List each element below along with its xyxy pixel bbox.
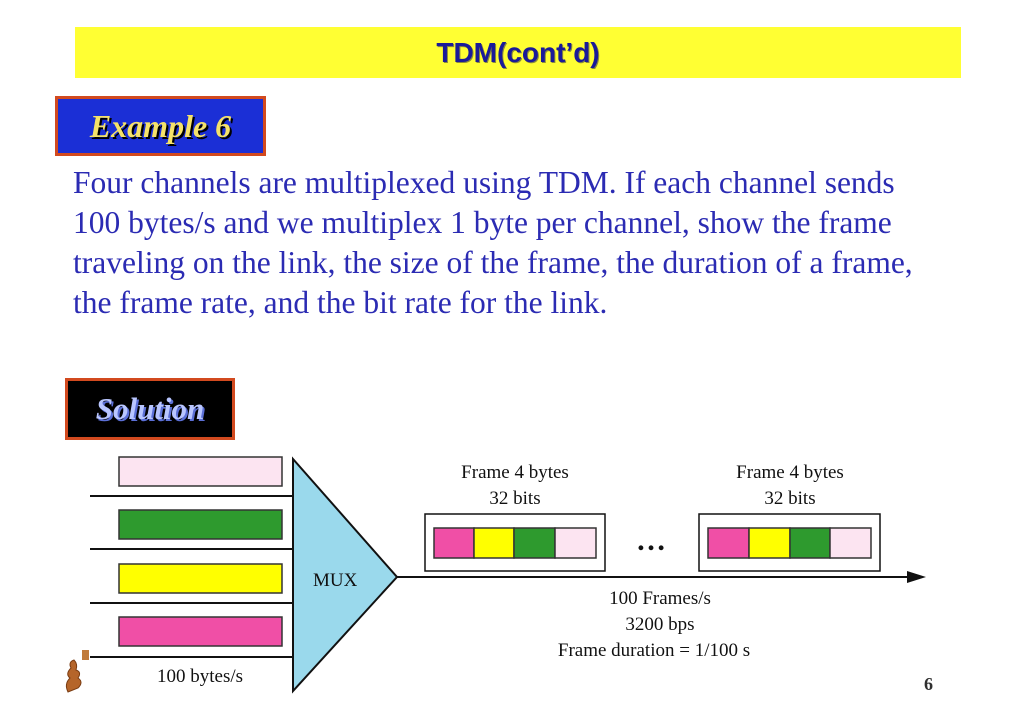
frame1-slot-3 [513, 527, 556, 559]
ellipsis: … [636, 524, 666, 557]
frame1-slot-2 [473, 527, 515, 559]
frame1-bits: 32 bits [489, 488, 540, 509]
frame2-slot-1 [707, 527, 750, 559]
frame2-slot-2 [748, 527, 791, 559]
example-badge: Example 6 [55, 96, 266, 156]
channel-box-1 [118, 456, 283, 487]
bit-rate-label: 3200 bps [625, 614, 694, 635]
mux-block [292, 456, 399, 694]
page-number: 6 [924, 674, 933, 694]
solution-badge: Solution [65, 378, 235, 440]
frame2-slot-4 [829, 527, 872, 559]
input-rate-label: 100 bytes/s [157, 666, 243, 687]
title-bar: TDM(cont’d) [75, 27, 961, 78]
channel-box-3 [118, 563, 283, 594]
mux-label: MUX [313, 570, 358, 591]
university-logo-icon [65, 650, 89, 693]
slide-title: TDM(cont’d) [436, 37, 600, 68]
frame-duration-label: Frame duration = 1/100 s [558, 640, 750, 661]
frame1-slot-4 [554, 527, 597, 559]
problem-text: Four channels are multiplexed using TDM.… [73, 165, 913, 320]
frame1-label: Frame 4 bytes [461, 462, 569, 483]
channel-box-4 [118, 616, 283, 647]
frame1-slot-1 [433, 527, 475, 559]
frame2-label: Frame 4 bytes [736, 462, 844, 483]
frame2-slot-3 [789, 527, 831, 559]
channel-box-2 [118, 509, 283, 540]
arrow-head-icon [907, 571, 926, 583]
frames-per-second-label: 100 Frames/s [609, 588, 711, 609]
frame2-bits: 32 bits [764, 488, 815, 509]
